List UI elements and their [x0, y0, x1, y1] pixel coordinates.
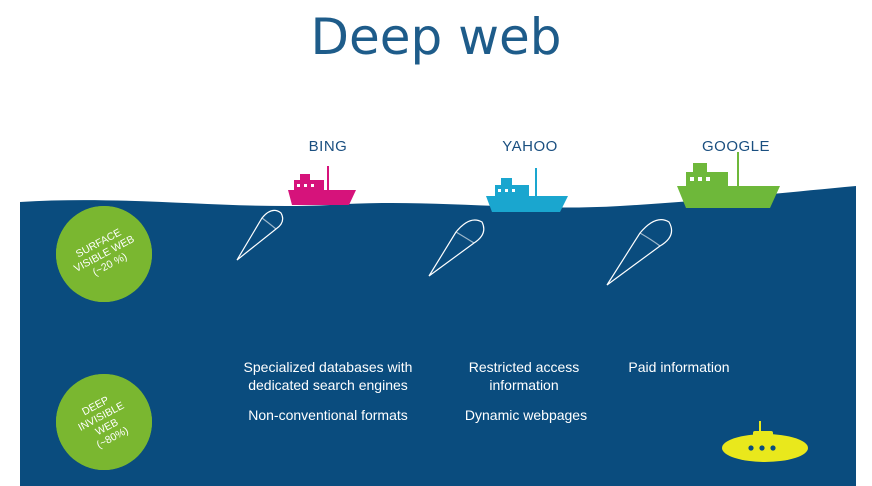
deep-item-dynamic-webpages: Dynamic webpages	[464, 407, 588, 423]
deep-item-restricted-access: Restricted access information	[469, 358, 579, 394]
yahoo-net-icon	[428, 219, 485, 277]
engine-label-google: GOOGLE	[701, 138, 771, 155]
google-ship-icon	[677, 152, 780, 208]
deep-item-specialized-line2: dedicated search engines	[248, 377, 408, 393]
bing-ship-icon	[288, 166, 356, 205]
surface-web-badge: SURFACE VISIBLE WEB (~20 %)	[56, 206, 152, 302]
deep-web-badge: DEEP INVISIBLE WEB (~80%)	[56, 374, 152, 470]
page-title: Deep web	[310, 8, 562, 66]
google-net-icon	[606, 219, 673, 286]
deep-item-paid-information: Paid information	[628, 359, 730, 375]
deep-item-non-conventional-formats: Non-conventional formats	[248, 407, 408, 423]
deep-item-restricted-line2: information	[489, 377, 559, 393]
engine-label-bing: BING	[308, 138, 348, 155]
deep-item-specialized-line1: Specialized databases with	[243, 359, 413, 375]
engine-label-yahoo: YAHOO	[502, 138, 558, 155]
yahoo-ship-icon	[486, 168, 568, 212]
deep-item-specialized-databases: Specialized databases with dedicated sea…	[244, 358, 413, 394]
submarine-icon	[722, 421, 808, 462]
deep-item-restricted-line1: Restricted access	[468, 359, 580, 375]
bing-net-icon	[236, 209, 284, 261]
sea-area	[20, 186, 856, 486]
